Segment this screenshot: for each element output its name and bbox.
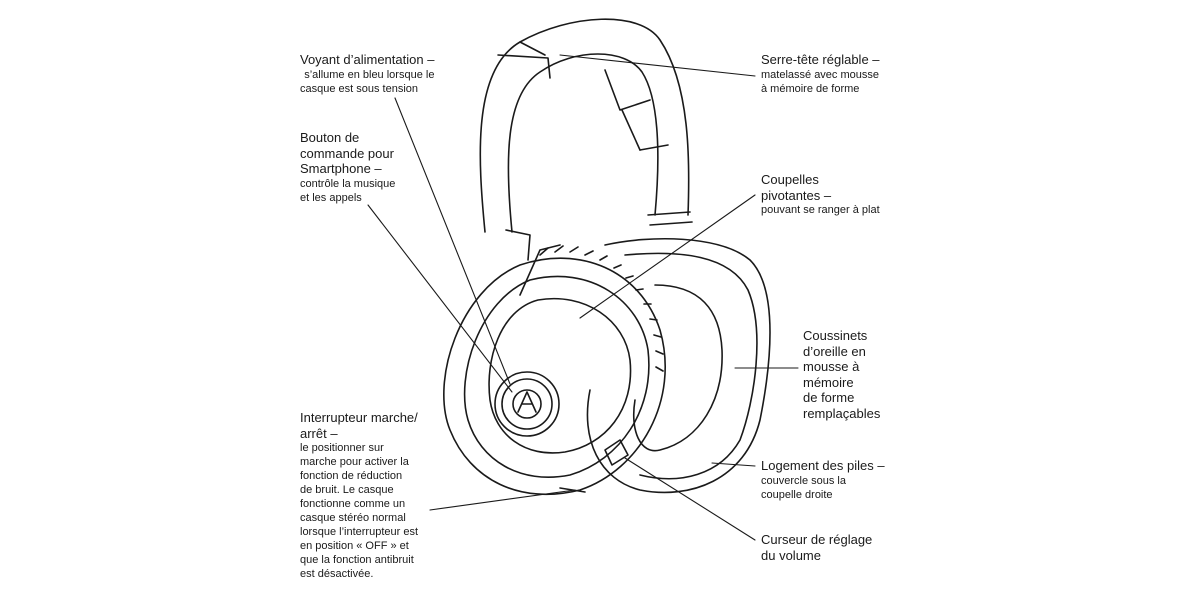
leader-earcups <box>579 194 756 319</box>
label-earcups: Coupelles pivotantes – pouvant se ranger… <box>761 172 880 216</box>
leader-headband <box>559 54 756 77</box>
leader-smartphone-button <box>367 204 513 393</box>
label-power-switch: Interrupteur marche/ arrêt – le position… <box>300 410 419 580</box>
leader-power-indicator <box>394 97 511 385</box>
label-headband: Serre-tête réglable – matelassé avec mou… <box>761 52 880 95</box>
leader-volume <box>624 457 756 541</box>
label-volume: Curseur de réglage du volume <box>761 532 873 563</box>
left-earcup <box>443 257 666 496</box>
logo-badge <box>494 371 560 437</box>
leader-battery <box>711 462 756 467</box>
right-earcup <box>586 237 771 494</box>
headband-outer <box>479 18 690 233</box>
headband-inner <box>507 53 659 233</box>
label-cushions: Coussinets d’oreille en mousse à mémoire… <box>803 328 881 421</box>
label-battery: Logement des piles – couvercle sous la c… <box>761 458 885 501</box>
label-power-indicator: Voyant d’alimentation – s’allume en bleu… <box>300 52 435 95</box>
label-smartphone-button: Bouton de commande pour Smartphone – con… <box>300 130 396 204</box>
leader-power-switch <box>429 489 576 511</box>
